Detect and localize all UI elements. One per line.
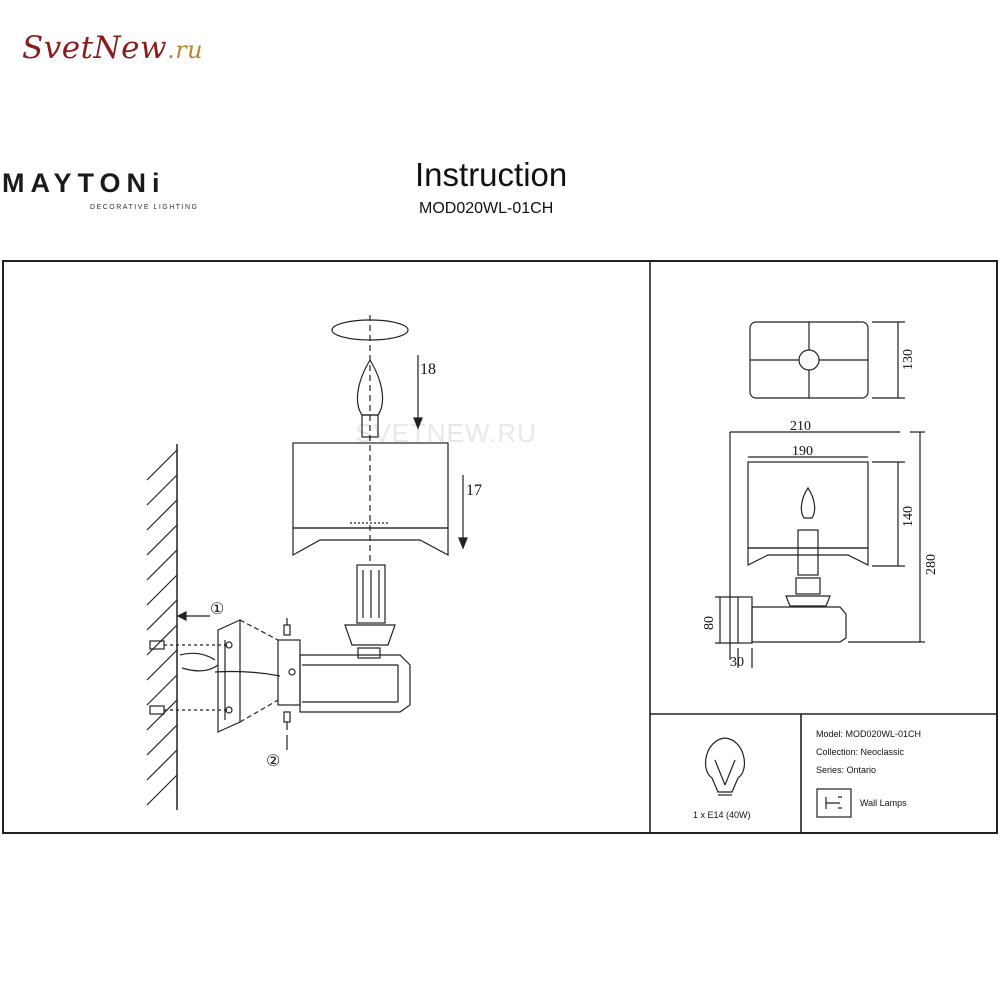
top-view	[749, 321, 905, 399]
document-model: MOD020WL-01CH	[419, 200, 554, 217]
document-title: Instruction	[415, 156, 568, 193]
dim-overall-width: 210	[790, 419, 811, 434]
dim-shade-depth: 130	[901, 349, 916, 370]
svetnew-logo: SvetNew.ru	[22, 30, 204, 66]
callout-2: ②	[266, 753, 280, 770]
lamp-backplate	[277, 618, 301, 730]
brand-tagline: DECORATIVE LIGHTING	[90, 204, 199, 211]
dim-shade-width: 190	[792, 444, 813, 459]
spec-model: Model: MOD020WL-01CH	[816, 729, 922, 739]
dim-base-height: 80	[702, 616, 717, 630]
lamp-arm	[299, 654, 411, 713]
candle-holder	[344, 564, 396, 659]
spec-series: Series: Ontario	[816, 765, 877, 775]
bulb-icon	[704, 737, 746, 796]
dim-shade-height: 140	[901, 506, 916, 527]
callout-1: ①	[210, 601, 224, 618]
wall-anchors	[149, 640, 230, 715]
spec-category: Wall Lamps	[860, 798, 907, 808]
wall-hatching	[146, 444, 178, 810]
bulb-exploded	[176, 315, 468, 750]
dim-base-depth: 30	[730, 655, 744, 670]
mounting-bracket	[179, 619, 281, 733]
maytoni-logo: MAYTONi	[2, 168, 166, 198]
wall-lamp-icon	[816, 788, 852, 818]
instruction-frame	[2, 260, 998, 834]
callout-17: 17	[466, 482, 482, 499]
dim-overall-height: 280	[924, 554, 939, 575]
callout-18: 18	[420, 361, 436, 378]
bulb-spec: 1 x E14 (40W)	[693, 810, 751, 820]
side-view	[715, 431, 925, 668]
spec-collection: Collection: Neoclassic	[816, 747, 905, 757]
